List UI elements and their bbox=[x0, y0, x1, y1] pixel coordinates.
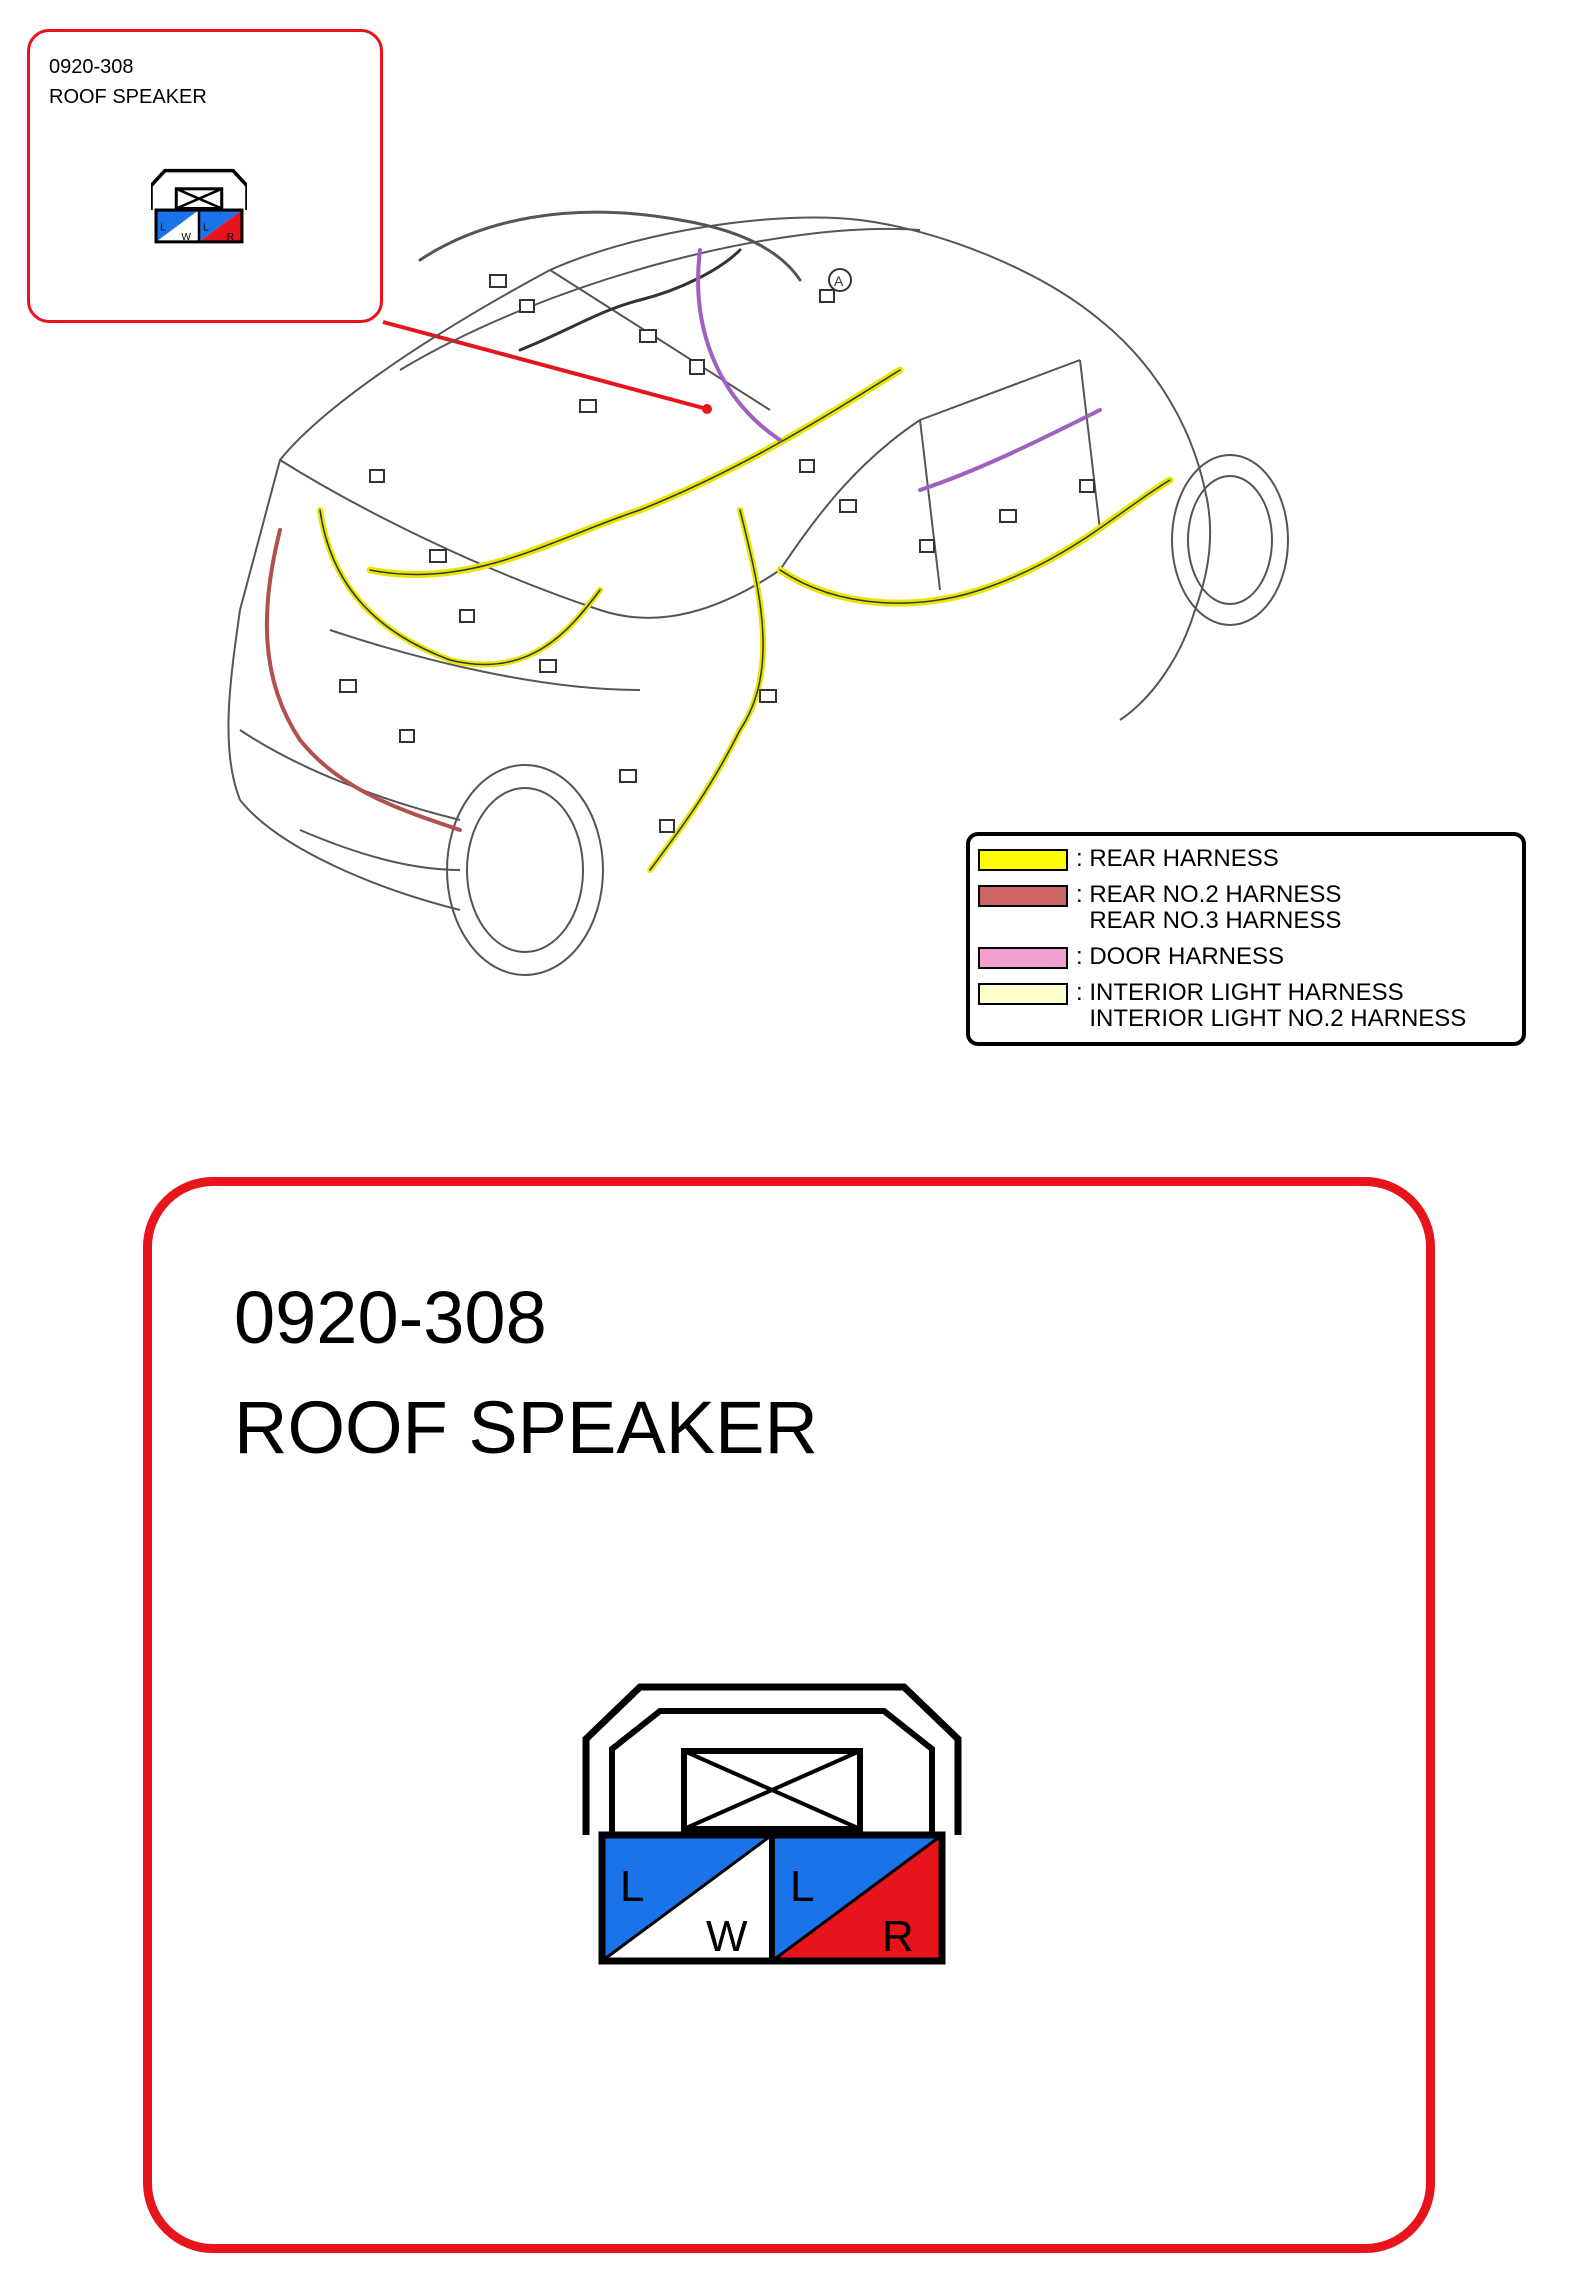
pin-2-bottom-label: R bbox=[882, 1912, 914, 1961]
svg-text:W: W bbox=[181, 232, 191, 243]
svg-text:L: L bbox=[203, 223, 209, 234]
legend-item: : INTERIOR LIGHT HARNESS INTERIOR LIGHT … bbox=[978, 980, 1466, 1032]
legend-swatch-rear-no2 bbox=[978, 885, 1068, 907]
marker-a bbox=[828, 268, 852, 292]
svg-text:L: L bbox=[160, 223, 166, 234]
pin-2 bbox=[771, 1833, 943, 1963]
pin-1-top-label: L bbox=[620, 1862, 644, 1911]
connector-face-diagram: L W L R bbox=[582, 1683, 962, 1965]
connector-icon-small: L W L R bbox=[151, 168, 247, 244]
pin-1 bbox=[601, 1833, 773, 1963]
callout-box-small: 0920-308 ROOF SPEAKER L W L R bbox=[27, 29, 383, 323]
pin-2-top-label: L bbox=[790, 1862, 814, 1911]
legend-label: : DOOR HARNESS bbox=[1076, 943, 1285, 970]
legend-swatch-door bbox=[978, 947, 1068, 969]
connector-code-small: 0920-308 bbox=[49, 56, 134, 78]
legend-swatch-rear bbox=[978, 849, 1068, 871]
legend-item: : REAR HARNESS bbox=[978, 846, 1279, 872]
legend-label: : REAR NO.2 HARNESS REAR NO.3 HARNESS bbox=[1076, 881, 1342, 934]
connector-name-large: ROOF SPEAKER bbox=[234, 1386, 818, 1469]
marker-a-label: A bbox=[834, 273, 844, 289]
legend-swatch-interior-light bbox=[978, 983, 1068, 1005]
legend-item: : DOOR HARNESS bbox=[978, 944, 1284, 970]
vehicle-harness-diagram: A bbox=[227, 210, 1289, 976]
callout-box-large: 0920-308 ROOF SPEAKER L W L R bbox=[143, 1177, 1435, 2253]
legend-label: : REAR HARNESS bbox=[1076, 845, 1279, 872]
legend-item: : REAR NO.2 HARNESS REAR NO.3 HARNESS bbox=[978, 882, 1341, 934]
legend-label: : INTERIOR LIGHT HARNESS INTERIOR LIGHT … bbox=[1076, 979, 1467, 1032]
svg-text:R: R bbox=[227, 232, 234, 243]
harness-legend: : REAR HARNESS : REAR NO.2 HARNESS REAR … bbox=[966, 832, 1526, 1046]
connector-code-large: 0920-308 bbox=[234, 1276, 547, 1359]
pin-1-bottom-label: W bbox=[706, 1912, 748, 1961]
connector-name-small: ROOF SPEAKER bbox=[49, 86, 207, 108]
